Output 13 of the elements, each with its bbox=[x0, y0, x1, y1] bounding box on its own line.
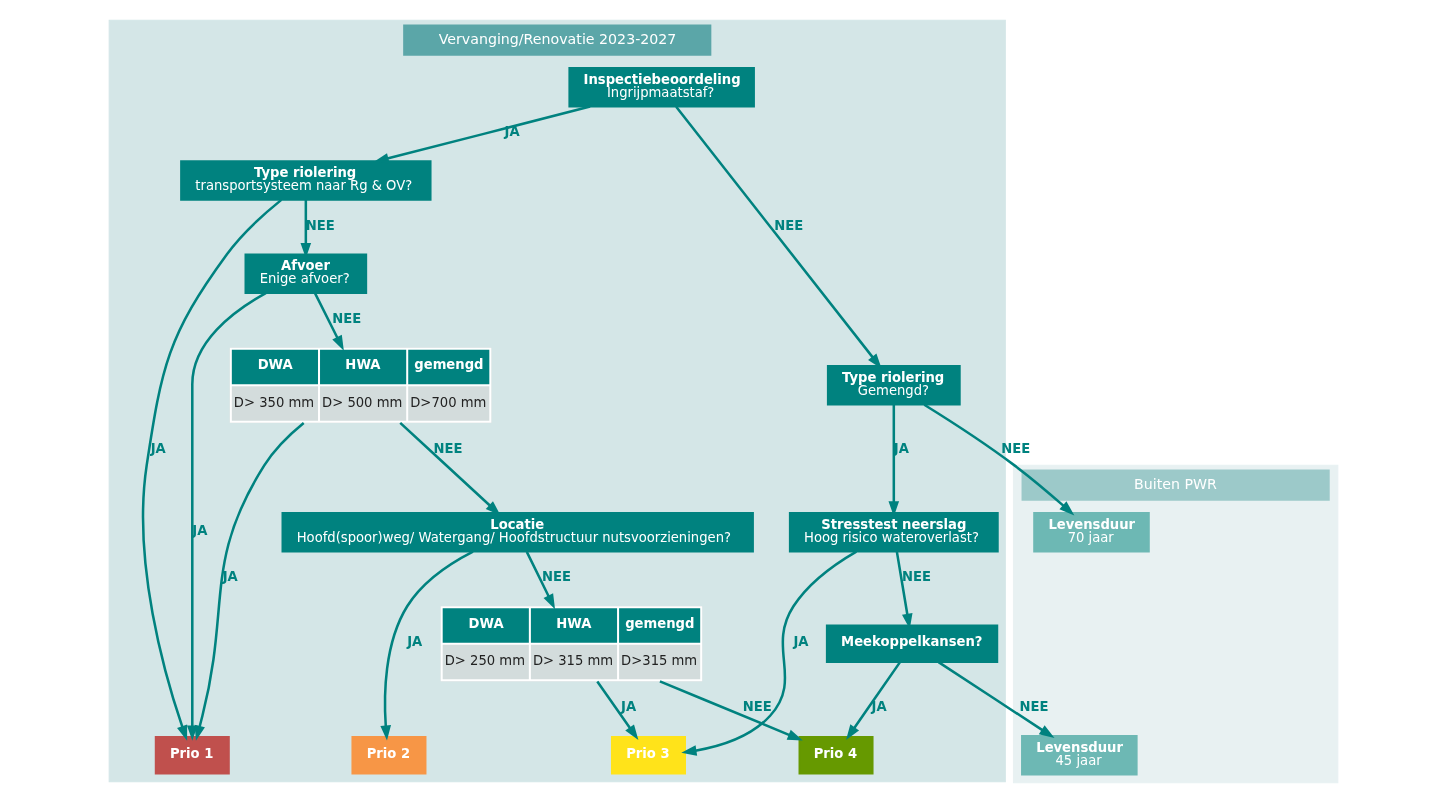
edge-label: NEE bbox=[541, 569, 571, 585]
edge-label: JA bbox=[792, 634, 809, 650]
edge-label: NEE bbox=[901, 569, 931, 585]
edge-label: NEE bbox=[305, 217, 335, 233]
edge-label: JA bbox=[406, 634, 422, 650]
edge-label: NEE bbox=[1019, 699, 1049, 715]
edge-label: NEE bbox=[773, 217, 803, 233]
edge-label: JA bbox=[871, 699, 887, 715]
edge-label: JA bbox=[150, 440, 166, 456]
edge-label: JA bbox=[620, 699, 636, 715]
edge-label: NEE bbox=[331, 310, 361, 326]
edge-label: NEE bbox=[433, 440, 463, 456]
edge-label: NEE bbox=[742, 699, 772, 715]
